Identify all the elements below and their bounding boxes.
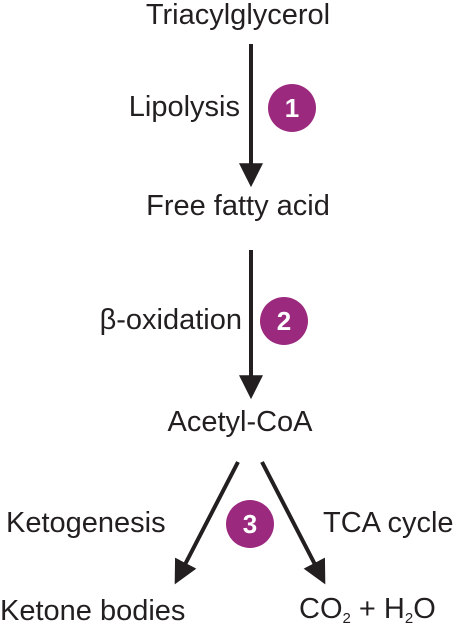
node-triacylglycerol: Triacylglycerol <box>145 0 331 31</box>
step-label-tca-cycle: TCA cycle <box>323 507 454 539</box>
node-free-fatty-acid: Free fatty acid <box>146 190 330 222</box>
co2-subscript: 2 <box>342 610 351 627</box>
co-text: CO <box>299 593 343 625</box>
step-badge-1: 1 <box>268 84 316 132</box>
plus-h-text: + H <box>350 593 405 625</box>
step-badge-3: 3 <box>226 500 274 548</box>
tca-cycle-arrow <box>260 461 326 585</box>
step-badge-2: 2 <box>260 297 308 345</box>
step-label-beta-oxidation: β-oxidation <box>99 304 242 336</box>
ketogenesis-arrow <box>174 461 240 585</box>
step-label-ketogenesis: Ketogenesis <box>6 507 166 539</box>
node-ketone-bodies: Ketone bodies <box>0 595 186 627</box>
node-acetyl-coa: Acetyl-CoA <box>167 406 313 438</box>
node-co2-h2o: CO2 + H2O <box>299 592 436 626</box>
h2-subscript: 2 <box>404 610 414 627</box>
step-label-lipolysis: Lipolysis <box>128 91 240 123</box>
o-text: O <box>413 593 436 625</box>
